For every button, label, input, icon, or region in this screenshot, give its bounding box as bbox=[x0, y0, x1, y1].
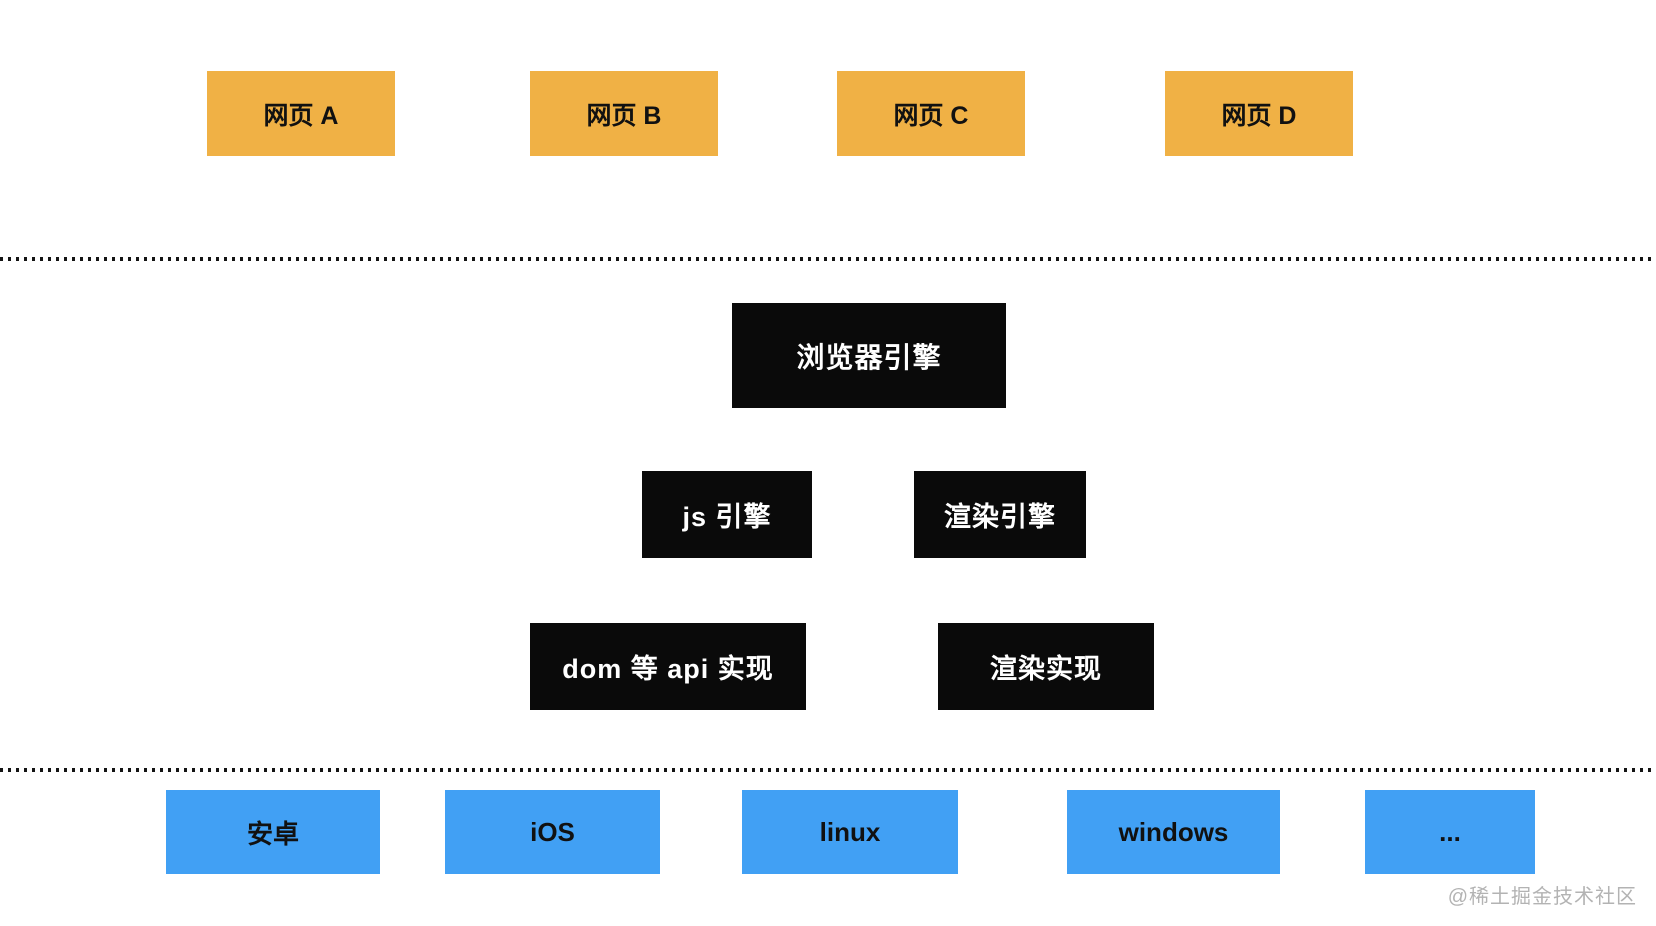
platform-windows-label: windows bbox=[1118, 816, 1229, 847]
render-engine-box: 渲染引擎 bbox=[914, 471, 1086, 558]
platform-more-label: ... bbox=[1439, 816, 1461, 847]
js-engine-label: js 引擎 bbox=[682, 502, 772, 532]
webpage-d-label: 网页 D bbox=[1221, 101, 1297, 130]
divider-dotted-top bbox=[0, 257, 1656, 261]
platform-android-label: 安卓 bbox=[246, 818, 299, 849]
browser-engine-label: 浏览器引擎 bbox=[796, 341, 942, 373]
webpage-d-box: 网页 D bbox=[1165, 71, 1353, 156]
platform-linux-box: linux bbox=[742, 790, 958, 874]
webpage-a-label: 网页 A bbox=[263, 101, 339, 130]
platform-windows-box: windows bbox=[1067, 790, 1280, 874]
webpage-c-box: 网页 C bbox=[837, 71, 1025, 156]
dom-api-impl-box: dom 等 api 实现 bbox=[530, 623, 806, 710]
webpage-a-box: 网页 A bbox=[207, 71, 395, 156]
render-engine-label: 渲染引擎 bbox=[944, 502, 1056, 532]
webpage-c-label: 网页 C bbox=[893, 101, 969, 130]
webpage-b-label: 网页 B bbox=[586, 101, 662, 130]
dom-api-impl-label: dom 等 api 实现 bbox=[562, 654, 774, 684]
render-impl-box: 渲染实现 bbox=[938, 623, 1154, 710]
browser-engine-box: 浏览器引擎 bbox=[732, 303, 1006, 408]
platform-more-box: ... bbox=[1365, 790, 1535, 874]
platform-ios-label: iOS bbox=[530, 816, 575, 847]
divider-dotted-bottom bbox=[0, 768, 1656, 772]
watermark-text: @稀土掘金技术社区 bbox=[1447, 886, 1637, 908]
platform-ios-box: iOS bbox=[445, 790, 660, 874]
render-impl-label: 渲染实现 bbox=[990, 654, 1102, 684]
webpage-b-box: 网页 B bbox=[530, 71, 718, 156]
js-engine-box: js 引擎 bbox=[642, 471, 812, 558]
platform-android-box: 安卓 bbox=[166, 790, 380, 874]
platform-linux-label: linux bbox=[819, 816, 881, 847]
